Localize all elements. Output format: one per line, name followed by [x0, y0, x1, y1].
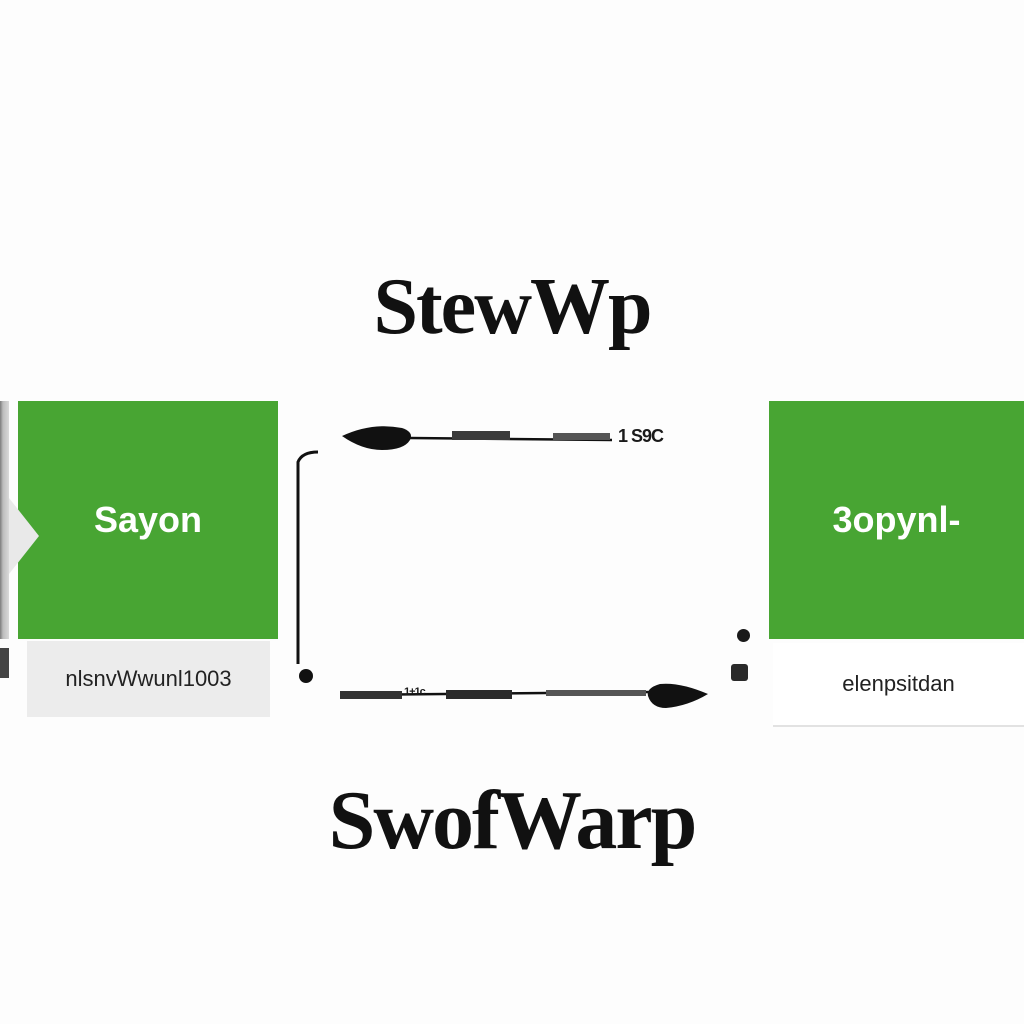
- diagram-title-bottom: SwofWarp: [328, 774, 698, 867]
- left-edge-panel: [0, 401, 9, 639]
- left-edge-tick: [0, 648, 9, 678]
- bottom-arrow-band: [340, 691, 402, 699]
- bottom-arrow-band-3: [546, 690, 646, 696]
- left-node-caption: nlsnvWwunl1003: [27, 641, 270, 717]
- right-node-label: 3opynl-: [832, 499, 961, 540]
- top-arrow-band-2: [553, 433, 610, 440]
- connector-square-icon: [731, 664, 748, 681]
- diagram-title-top: StewWp: [373, 263, 653, 351]
- top-arrow-band: [452, 431, 510, 440]
- bottom-arrow-label: 1+1c: [404, 686, 426, 698]
- left-node-pointer-icon: [9, 498, 39, 574]
- bottom-arrow-head-icon: [647, 683, 708, 708]
- left-connector-hook: [296, 450, 319, 664]
- right-node-caption-text: elenpsitdan: [842, 671, 955, 696]
- left-connector-end-icon: [299, 669, 313, 683]
- bottom-arrow-shaft: [339, 690, 655, 697]
- left-node-label: Sayon: [93, 499, 203, 540]
- top-arrow-shaft: [409, 436, 613, 442]
- right-node-box: 3opynl-: [769, 401, 1024, 639]
- left-node-caption-text: nlsnvWwunl1003: [65, 666, 232, 691]
- bottom-arrow-band-2: [446, 690, 512, 699]
- left-node-box: Sayon: [18, 401, 278, 639]
- connector-dot-icon: [737, 629, 750, 642]
- top-arrow-label: 1 S9C: [618, 426, 664, 446]
- top-arrow-head-icon: [342, 426, 411, 450]
- right-node-caption: elenpsitdan: [773, 643, 1024, 727]
